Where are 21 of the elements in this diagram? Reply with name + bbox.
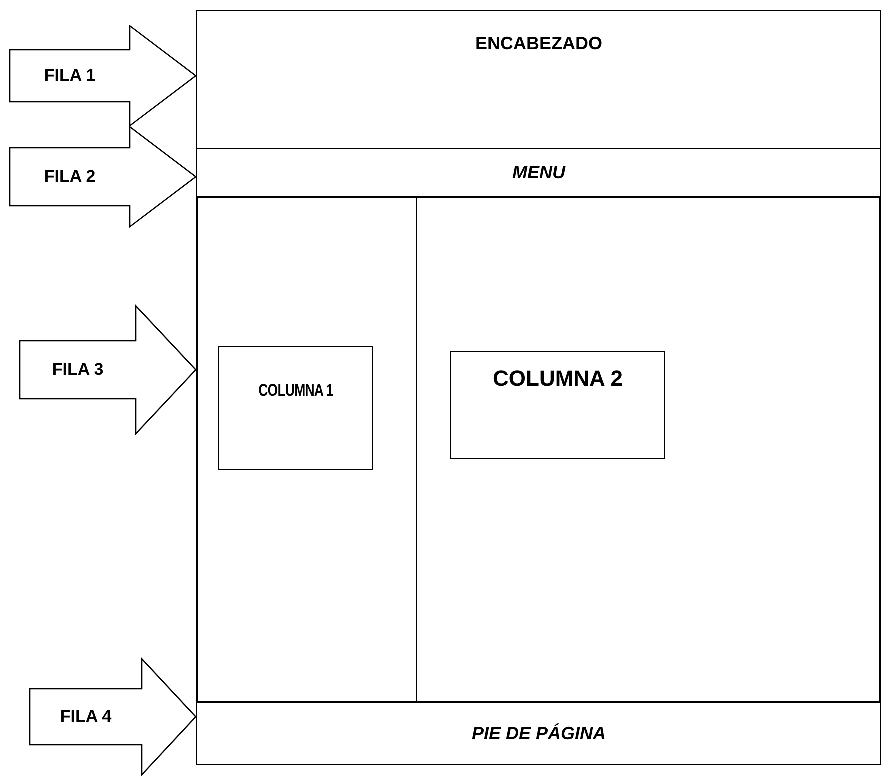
layout-row: [196, 196, 881, 704]
content-box: [450, 351, 665, 459]
section-label: COLUMNA 2: [493, 366, 623, 392]
block-arrow: [19, 304, 197, 436]
edge-label: FILA 1: [44, 66, 96, 86]
layout-column: [416, 197, 880, 702]
block-arrow: [9, 24, 198, 128]
edge-label: FILA 3: [52, 360, 104, 380]
block-arrow: [29, 657, 197, 777]
edge-label: FILA 4: [60, 707, 112, 727]
section-label: MENU: [512, 162, 566, 184]
content-box: [218, 346, 373, 470]
layout-row: [196, 148, 881, 198]
layout-row: [196, 702, 881, 765]
layout-row: [196, 10, 881, 150]
block-arrow: [9, 126, 198, 228]
section-label: ENCABEZADO: [476, 34, 602, 54]
edge-label: FILA 2: [44, 167, 96, 187]
section-label: COLUMNA 1: [258, 381, 334, 401]
layout-column: [197, 197, 418, 702]
section-label: PIE DE PÁGINA: [472, 724, 606, 744]
